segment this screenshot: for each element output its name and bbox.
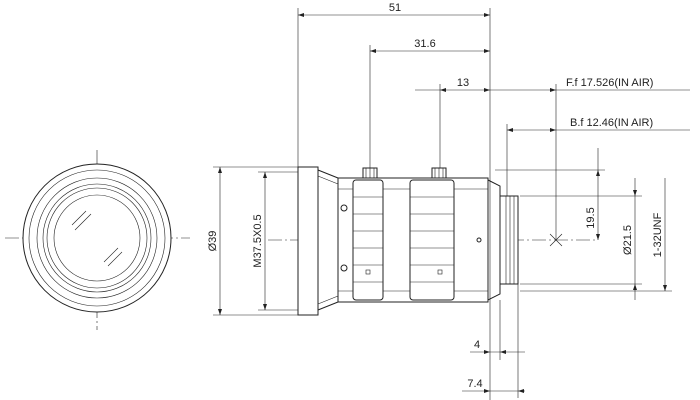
dim-flange-focal: F.f 17.526(IN AIR) [566, 77, 653, 89]
dim-mount-diameter: Ø21.5 [622, 225, 634, 255]
front-barrel [297, 166, 319, 316]
dim-front-diameter: Ø39 [207, 231, 219, 252]
side-view [268, 166, 595, 316]
dim-step-4: 4 [474, 339, 480, 351]
dim-image-half: 19.5 [585, 207, 597, 228]
dim-filter-thread: M37.5X0.5 [252, 214, 264, 267]
dim-step-7-4: 7.4 [467, 378, 482, 390]
dim-back-focal: B.f 12.46(IN AIR) [570, 117, 653, 129]
c-mount [499, 195, 519, 285]
iris-ring [409, 179, 455, 301]
dim-front-to-mount: 31.6 [414, 38, 435, 50]
dim-overall-length: 51 [389, 2, 401, 14]
dimension-lines [213, 8, 690, 400]
dim-thread: 1-32UNF [652, 212, 664, 257]
front-view [5, 150, 190, 330]
dim-rear-offset: 13 [457, 77, 469, 89]
glass-reflection-marks [71, 210, 123, 267]
focus-ring [352, 179, 384, 301]
